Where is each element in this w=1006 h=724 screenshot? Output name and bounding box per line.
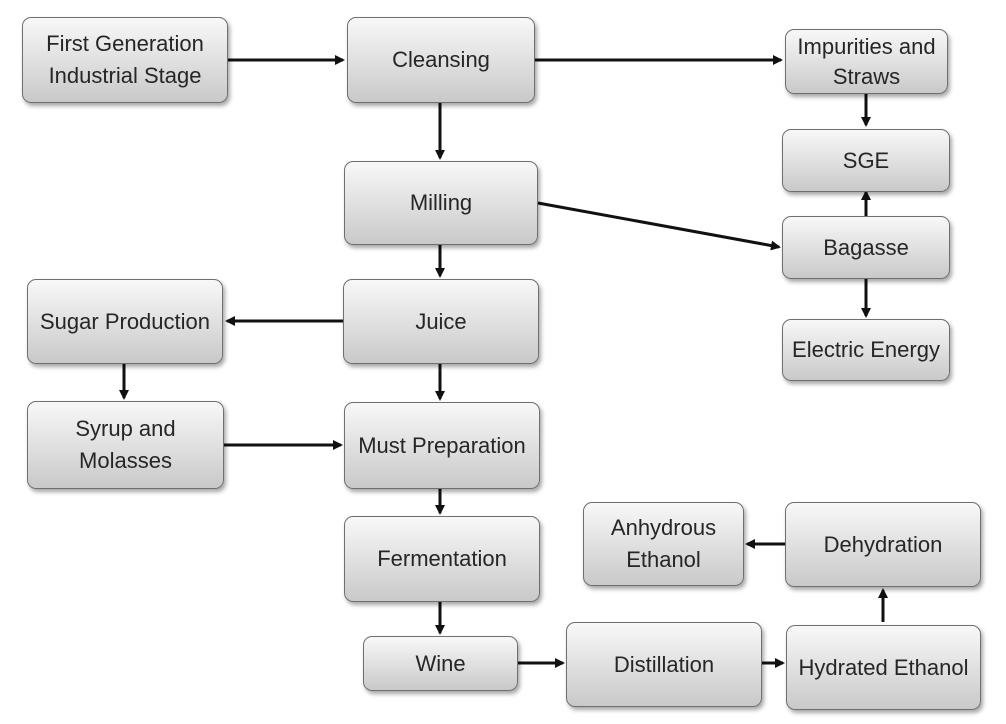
node-dehydration: Dehydration xyxy=(785,502,981,587)
node-hydrated-ethanol: Hydrated Ethanol xyxy=(786,625,981,710)
arrow-milling-to-bagasse xyxy=(537,201,781,251)
node-label: Anhydrous Ethanol xyxy=(610,515,717,572)
node-label: Electric Energy xyxy=(792,337,940,362)
node-impurities-and-straws: Impurities and Straws xyxy=(785,29,948,94)
node-juice: Juice xyxy=(343,279,539,364)
node-sugar-production: Sugar Production xyxy=(27,279,223,364)
node-label: Cleansing xyxy=(392,47,490,72)
node-electric-energy: Electric Energy xyxy=(782,319,950,381)
node-label: First Generation Industrial Stage xyxy=(46,31,204,88)
node-sge: SGE xyxy=(782,129,950,192)
node-label: Sugar Production xyxy=(40,308,210,334)
node-first-generation-industrial-stage: First Generation Industrial Stage xyxy=(22,17,228,103)
node-distillation: Distillation xyxy=(566,622,762,707)
node-label: Dehydration xyxy=(823,531,943,557)
node-label: Fermentation xyxy=(377,546,507,571)
node-label: Hydrated Ethanol xyxy=(798,654,969,680)
node-label: Bagasse xyxy=(823,234,909,260)
node-must-preparation: Must Preparation xyxy=(344,402,540,489)
node-fermentation: Fermentation xyxy=(344,516,540,602)
node-anhydrous-ethanol: Anhydrous Ethanol xyxy=(583,502,744,586)
node-label: Milling xyxy=(409,190,473,215)
node-label: Wine xyxy=(415,650,466,676)
node-label: Syrup and Molasses xyxy=(75,416,176,473)
node-label: Impurities and Straws xyxy=(797,33,936,89)
node-wine: Wine xyxy=(363,636,518,691)
node-label: Juice xyxy=(415,308,467,334)
node-label: SGE xyxy=(842,147,890,173)
node-syrup-and-molasses: Syrup and Molasses xyxy=(27,401,224,489)
node-milling: Milling xyxy=(344,161,538,245)
node-label: Must Preparation xyxy=(358,432,526,458)
node-bagasse: Bagasse xyxy=(782,216,950,279)
node-label: Distillation xyxy=(613,651,715,677)
node-cleansing: Cleansing xyxy=(347,17,535,103)
